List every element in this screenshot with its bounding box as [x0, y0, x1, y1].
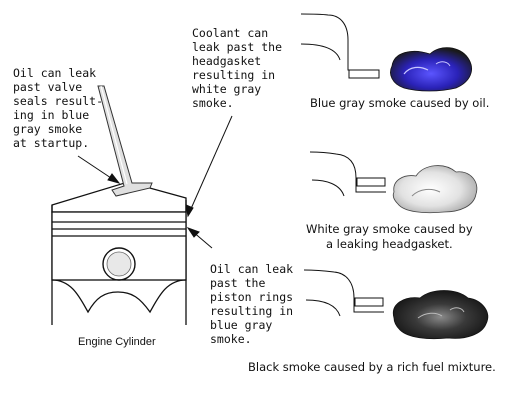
caption-blue-smoke: Blue gray smoke caused by oil. — [310, 96, 490, 110]
label-coolant: Coolant can leak past the headgasket res… — [192, 26, 283, 110]
tailpipe-black — [303, 269, 384, 317]
piston-skirt — [51, 279, 187, 314]
engine-cylinder — [51, 85, 187, 325]
label-engine-cylinder: Engine Cylinder — [78, 336, 156, 348]
caption-white-smoke: White gray smoke caused by a leaking hea… — [306, 222, 473, 251]
caption-black-smoke: Black smoke caused by a rich fuel mixtur… — [248, 360, 496, 374]
tailpipe-white — [309, 151, 386, 197]
wrist-pin-inner — [106, 251, 132, 277]
tailpipe-blue — [300, 13, 380, 79]
wrist-pin — [102, 247, 136, 281]
arrow-oil-valve — [77, 155, 115, 181]
smoke-blue — [390, 47, 472, 92]
label-oil-valve: Oil can leak past valve seals result- in… — [13, 66, 104, 150]
arrow-coolant — [189, 115, 233, 212]
leader-arrows — [77, 115, 233, 249]
label-oil-rings: Oil can leak past the piston rings resul… — [210, 262, 294, 346]
valve — [97, 85, 153, 197]
smoke-white — [392, 165, 478, 214]
cylinder-head — [51, 181, 187, 213]
